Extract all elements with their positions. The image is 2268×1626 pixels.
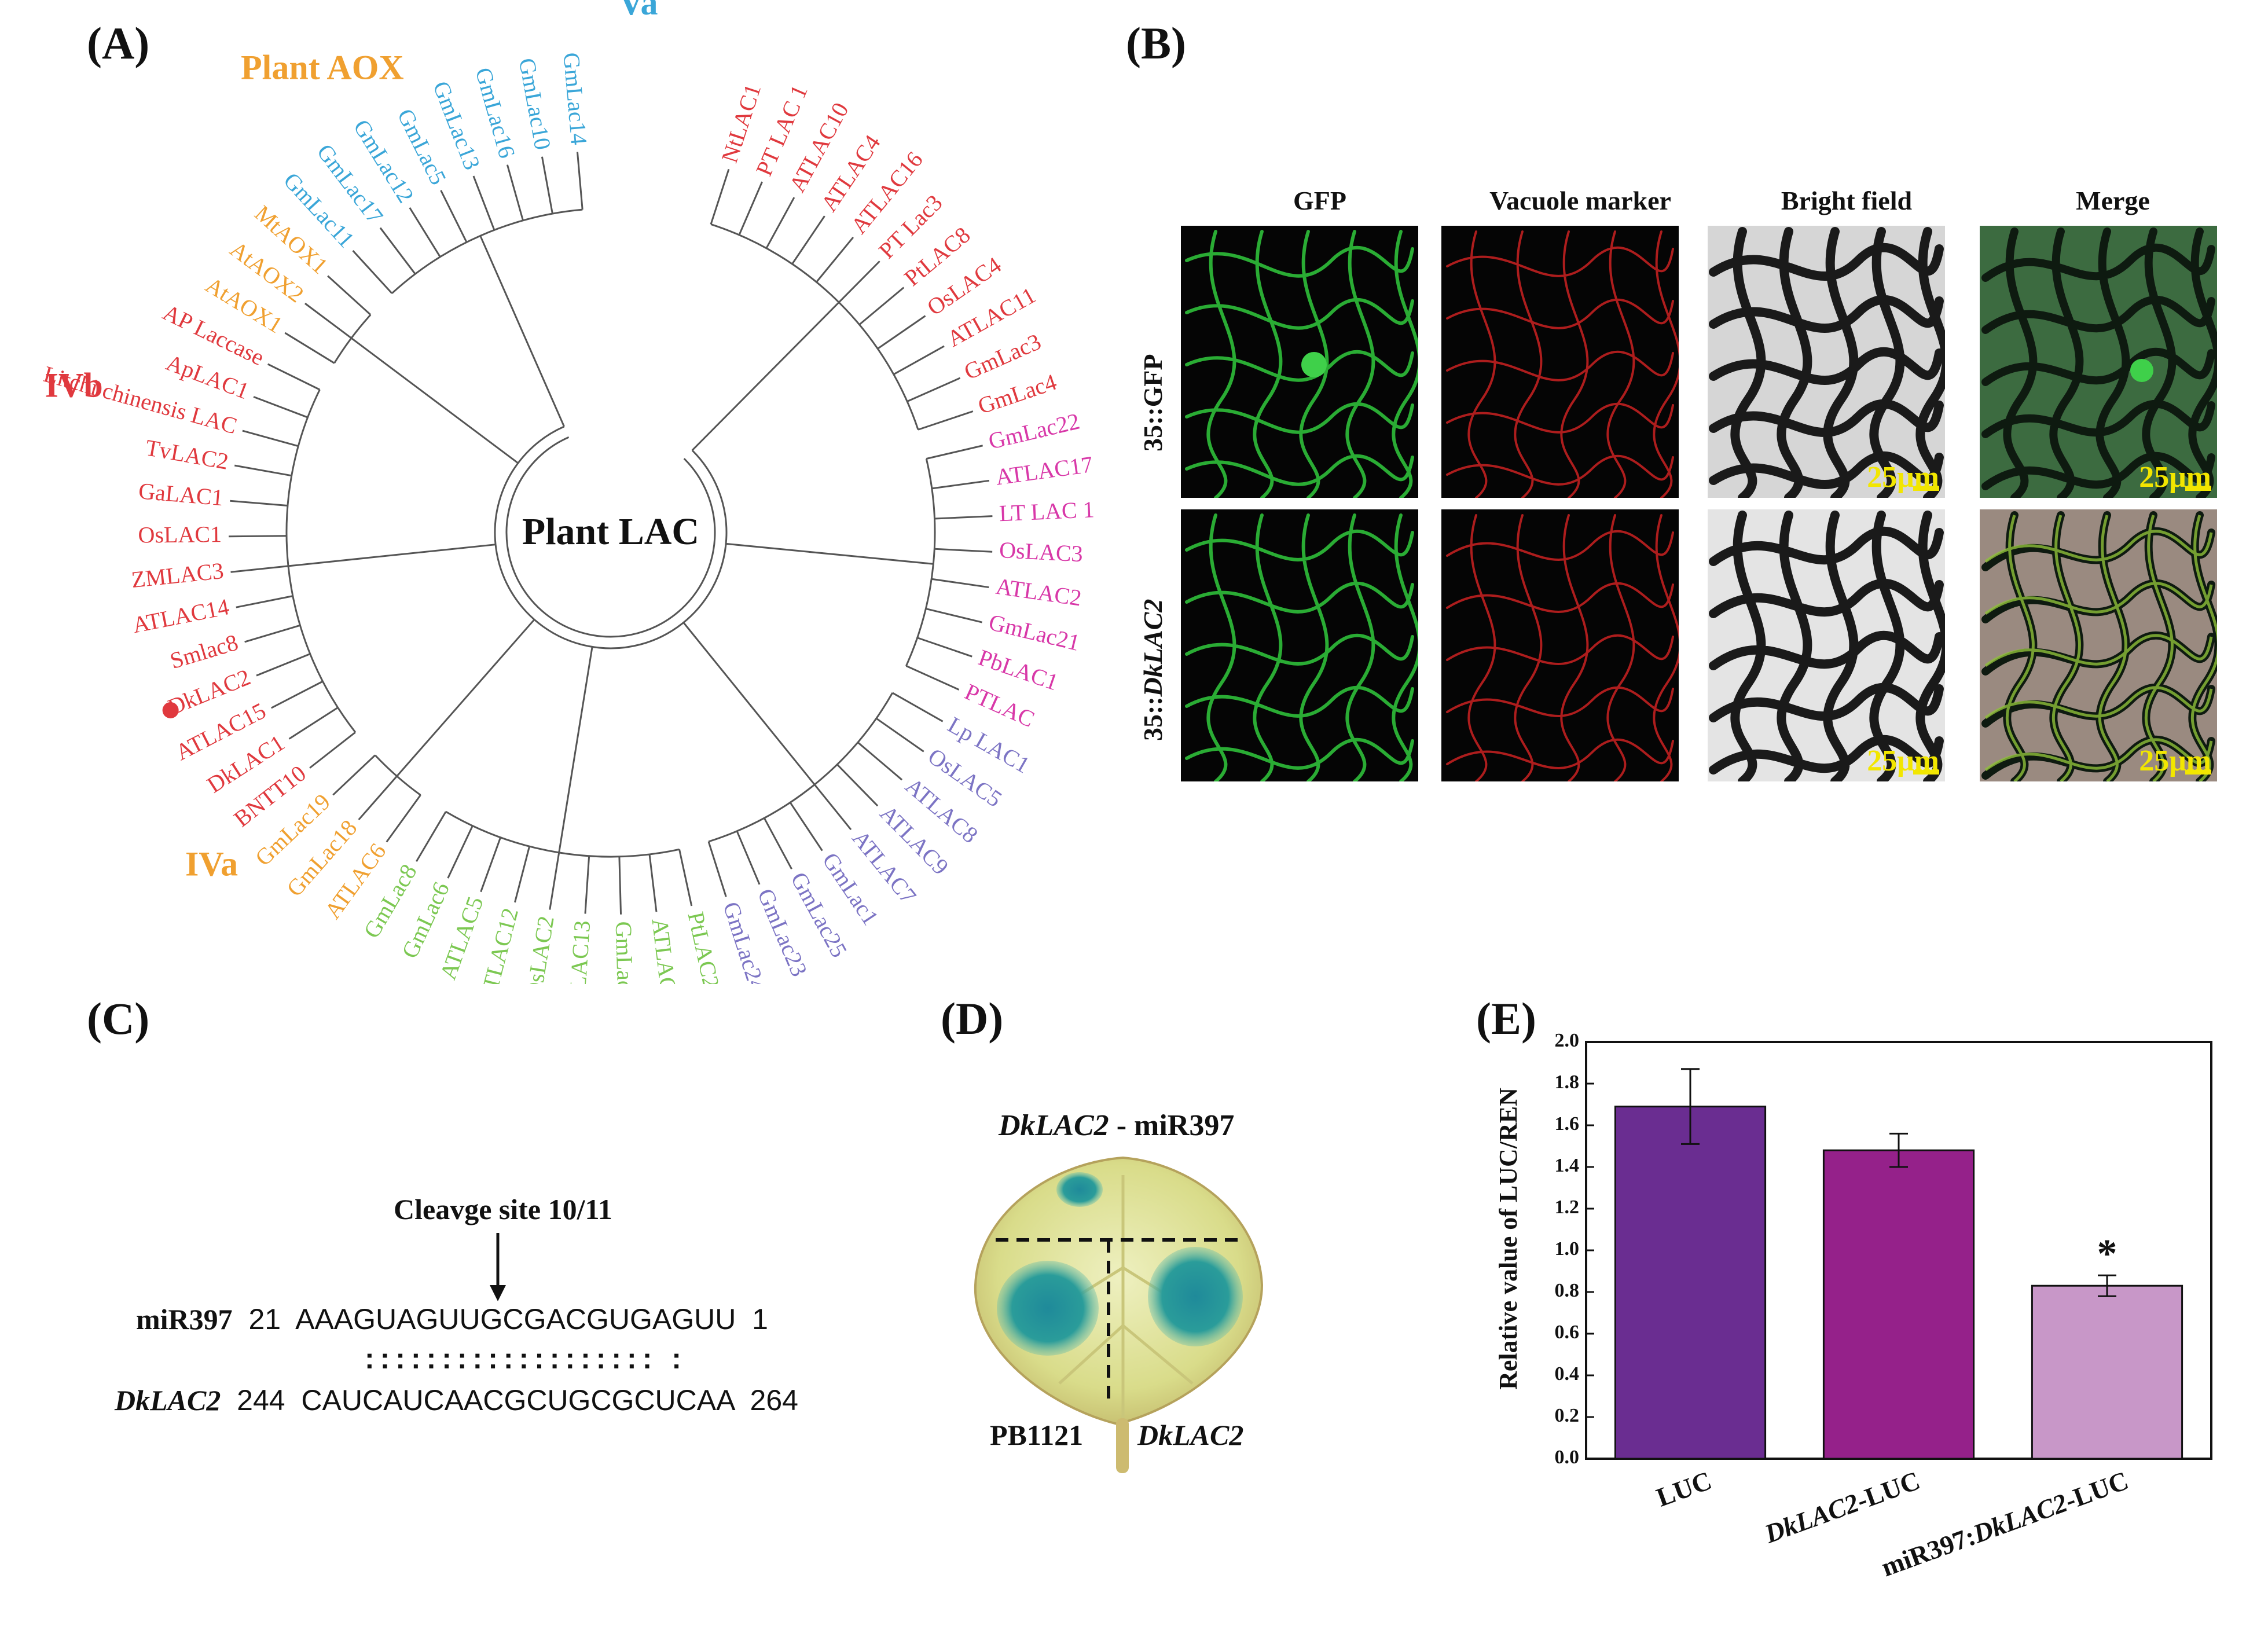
micro-image-r2-c2 [1441,509,1679,781]
bar [1614,1106,1767,1460]
tree-leaf-label: GaLAC1 [138,478,225,511]
leaf-top-mir: - miR397 [1109,1109,1235,1142]
tree-leaf-label: ATLAC3 [647,917,683,984]
scale-bar: 25μm [1867,744,1939,777]
chart-axes: 0.0 0.2 0.4 0.6 0.8 1.0 1.2 1.4 1.6 1.8 2.0 [1555,1030,2212,1468]
row-header-35dklac2-prefix: 35:: [1138,696,1168,741]
tree-leaf-label: GmLac22 [986,408,1082,454]
panel-label-c: (C) [87,993,150,1044]
significance-marker: * [2097,1232,2117,1276]
y-tick-label: 0.4 [1555,1363,1580,1385]
tree-center-label: Plant LAC [522,511,699,553]
clade-label: Plant AOX [241,49,404,87]
cleavage-arrow-icon [490,1233,506,1301]
leaf-left-label: PB1121 [990,1419,1084,1451]
tree-branches [229,152,993,915]
cleavage-site-label: Cleavge site 10/11 [394,1193,612,1225]
y-tick-label: 1.2 [1555,1196,1580,1218]
tree-leaf-label: Smlac8 [167,629,241,674]
y-tick-label: 1.4 [1555,1155,1580,1176]
micro-image-r2-c3: 25μm [1708,509,1945,781]
scale-bar: 25μm [1867,461,1939,494]
clade-label: Va [619,0,658,22]
clade-label: IVa [185,845,238,883]
mirna-end: 1 [752,1303,768,1335]
luc-ren-bar-chart: 0.0 0.2 0.4 0.6 0.8 1.0 1.2 1.4 1.6 1.8 2.0 * LUC D… [1494,1030,2212,1582]
mirna-start: 21 [248,1303,281,1335]
row-header-35gfp: 35::GFP [1137,354,1168,452]
y-tick-label: 2.0 [1555,1030,1580,1051]
bar [1822,1149,1975,1460]
tree-leaf-label: GmLac14 [558,52,592,146]
tree-group-labels: VaIIIVbIIIIVaIVbPlant AOX [45,0,658,883]
panel-label-b: (B) [1126,18,1186,68]
tree-leaf-label: ATLAC14 [130,593,231,638]
tree-leaf-label: OsLAC3 [999,537,1084,567]
y-tick-label: 1.6 [1555,1113,1580,1135]
tree-leaf-label: ATLAC13 [563,920,595,984]
micro-image-r1-c3: 25μm [1708,226,1945,498]
leaf-top-gene: DkLAC2 [999,1109,1109,1142]
tree-leaf-label: OsLAC2 [520,914,559,984]
pairing-row: ::::::::::::::::::: : [365,1342,687,1375]
panel-label-e: (E) [1476,993,1536,1044]
mirna-name: miR397 [136,1303,233,1335]
bar [2031,1284,2183,1460]
tree-leaf-label: GmLac21 [986,609,1082,656]
panel-label-a: (A) [87,18,150,68]
column-header-vacuole: Vacuole marker [1489,186,1671,215]
leaf-image [974,1156,1264,1473]
leaf-top-label: DkLAC2 - miR397 [999,1109,1234,1143]
tree-leaf-label: TvLAC2 [144,434,230,475]
chart-y-axis-label: Relative value of LUC/REN [1494,1088,1522,1390]
column-header-merge: Merge [2076,186,2150,215]
target-end: 264 [750,1384,798,1416]
gus-spot-right [1148,1247,1243,1346]
scale-bar: 25μm [2139,461,2211,494]
target-name: DkLAC2 [115,1384,221,1416]
tree-leaf-label: GmLac7 [611,921,639,984]
panel-label-d: (D) [941,993,1004,1044]
row-header-35dklac2-suffix: DkLAC2 [1138,599,1168,697]
category-label: LUC [1653,1465,1716,1512]
clade-label: IVb [45,366,103,404]
tree-leaf-label: LT LAC 1 [999,496,1095,526]
scale-bar: 25μm [2139,744,2211,777]
column-header-gfp: GFP [1293,186,1346,215]
micro-image-r2-c4: 25μm [1980,509,2217,781]
y-tick-label: 1.8 [1555,1071,1580,1093]
micro-image-r1-c1 [1181,226,1418,498]
micro-image-r1-c2 [1441,226,1679,498]
tree-leaf-label: ZMLAC3 [130,557,225,593]
y-tick-label: 0.2 [1555,1405,1580,1426]
tree-leaf-label: OsLAC1 [138,521,222,548]
tree-leaf-label: ATLAC17 [994,451,1094,490]
target-sequence: CAUCAUCAACGCUGCGCUCAA [301,1384,734,1416]
row-header-35dklac2: 35::DkLAC2 [1137,599,1168,741]
category-label: DkLAC2-LUC [1760,1465,1924,1548]
micro-image-r2-c1 [1181,509,1418,781]
gus-spot-left [997,1261,1099,1356]
leaf-right-label: DkLAC2 [1137,1419,1244,1451]
micro-image-r1-c4: 25μm [1980,226,2217,498]
row-header-35gfp-suffix: GFP [1138,354,1168,408]
tree-leaf-label: ATLAC2 [994,573,1083,611]
highlight-dot-icon [162,702,179,718]
y-tick-label: 1.0 [1555,1238,1580,1260]
tree-leaf-label: PtLAC2 [682,909,724,984]
target-start: 244 [237,1384,285,1416]
column-header-bright: Bright field [1781,186,1913,215]
y-tick-label: 0.8 [1555,1280,1580,1301]
target-row: DkLAC2 244 CAUCAUCAACGCUGCGCUCAA 264 [115,1383,798,1417]
chart-bars: * [1614,1068,2183,1460]
mirna-row: miR397 21 AAAGUAGUUGCGACGUGAGUU 1 [136,1302,768,1336]
tree-leaf-label: GmLac10 [514,56,556,152]
y-tick-label: 0.0 [1555,1447,1580,1468]
row-header-35gfp-prefix: 35:: [1138,407,1168,452]
gus-spot-top [1056,1172,1103,1207]
y-tick-label: 0.6 [1555,1322,1580,1343]
mirna-sequence: AAAGUAGUUGCGACGUGAGUU [295,1303,736,1335]
